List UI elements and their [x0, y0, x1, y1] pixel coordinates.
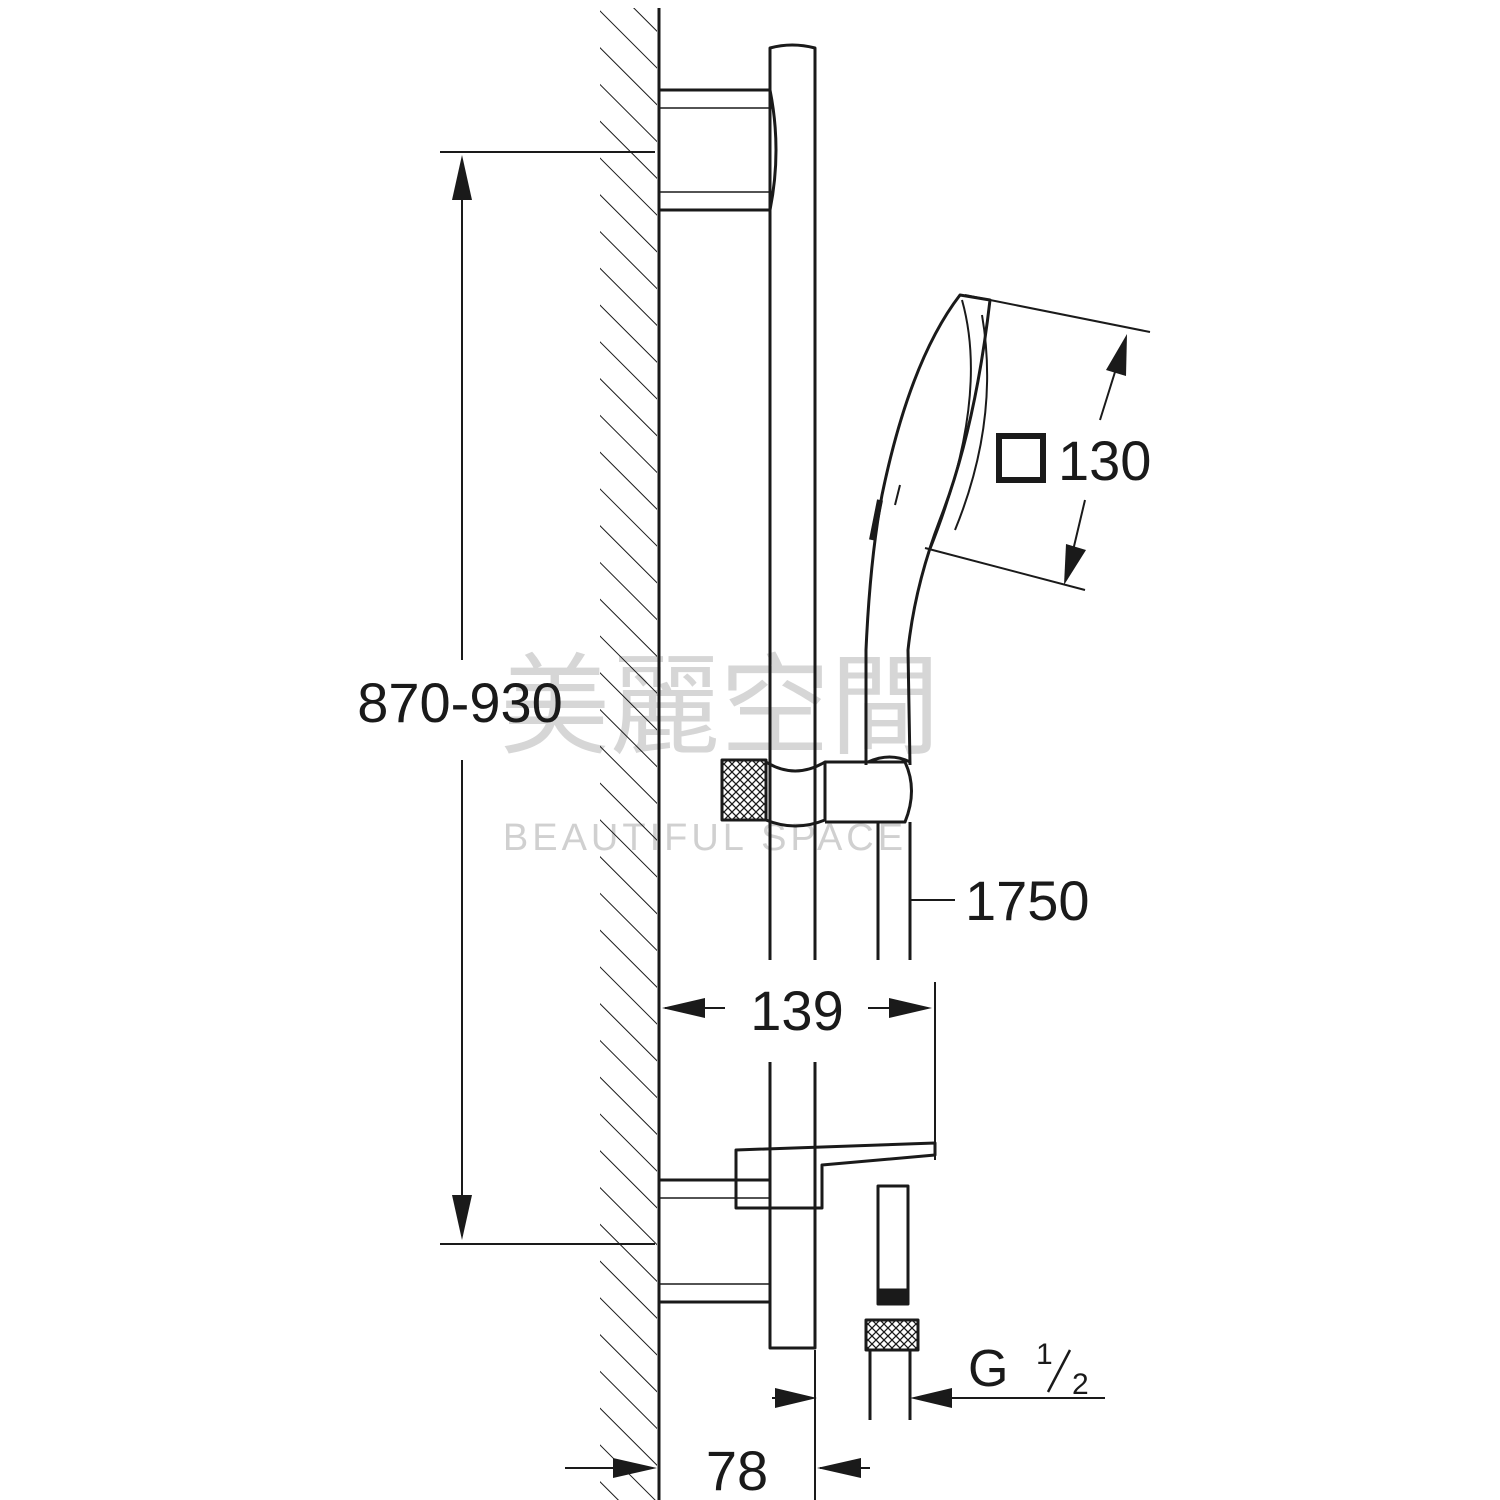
hose-nut	[864, 1318, 920, 1352]
slider-knob	[720, 758, 768, 822]
bottom-wall-bracket	[659, 1178, 770, 1304]
wall-offset-label: 78	[706, 1439, 768, 1500]
thread-prefix: G	[968, 1340, 1008, 1398]
head-size-label: 130	[1058, 429, 1151, 492]
shower-rail-lower	[768, 1062, 817, 1350]
hose-lower	[876, 1184, 910, 1292]
thread-denominator: 2	[1072, 1368, 1089, 1401]
wall	[600, 8, 661, 1500]
dimension-arrows	[452, 155, 1127, 1478]
watermark-chinese: 美麗空間	[500, 643, 940, 771]
slider-holder	[720, 755, 913, 828]
thread-label: G 1 2	[968, 1338, 1089, 1401]
square-symbol-icon	[996, 433, 1046, 483]
thread-numerator: 1	[1036, 1338, 1053, 1371]
rail-projection-label: 139	[750, 979, 843, 1042]
shower-rail-upper	[768, 43, 817, 960]
hose-length-label: 1750	[965, 869, 1090, 932]
watermark-english: BEAUTIFUL SPACE	[503, 817, 907, 859]
soap-shelf	[734, 1141, 937, 1210]
wall-hatching	[600, 8, 657, 1500]
watermark: 美麗空間 BEAUTIFUL SPACE	[500, 643, 940, 859]
hose-upper	[876, 822, 912, 960]
height-range-label: 870-930	[357, 671, 563, 734]
